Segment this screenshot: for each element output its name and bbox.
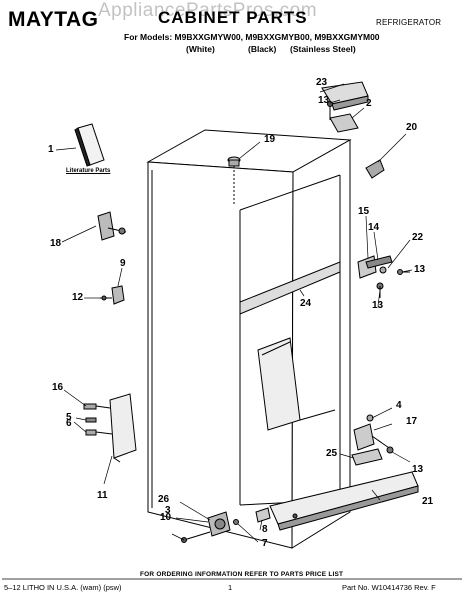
category-label: REFRIGERATOR xyxy=(376,18,442,27)
variant-stainless: (Stainless Steel) xyxy=(290,44,356,54)
callout-19: 19 xyxy=(264,134,276,145)
lower-left-bracket xyxy=(83,393,137,463)
bracket-18 xyxy=(97,211,127,241)
callout-12: 12 xyxy=(72,292,84,303)
bracket-9-12 xyxy=(100,285,125,305)
callout-13-center-lower: 13 xyxy=(372,300,384,311)
page-title: CABINET PARTS xyxy=(158,8,308,27)
callout-21: 21 xyxy=(422,496,434,507)
callout-4: 4 xyxy=(396,400,402,411)
callout-18: 18 xyxy=(50,238,62,249)
callout-25: 25 xyxy=(326,448,338,459)
callout-13-bottom: 13 xyxy=(412,464,424,475)
callout-22: 22 xyxy=(412,232,424,243)
callout-5: 5 xyxy=(66,412,72,423)
litho-info: 5–12 LITHO IN U.S.A. (wam) (psw) xyxy=(4,583,122,592)
callout-17: 17 xyxy=(406,416,418,427)
callout-26: 26 xyxy=(158,494,170,505)
watermark: AppliancePartsPros.com xyxy=(98,0,318,21)
cabinet-shell xyxy=(146,129,352,549)
callout-13-center: 13 xyxy=(414,264,426,275)
center-hinge-assembly xyxy=(357,255,410,298)
callout-24: 24 xyxy=(300,298,312,309)
callout-2: 2 xyxy=(366,98,372,109)
callout-15: 15 xyxy=(358,206,370,217)
callout-3: 3 xyxy=(165,505,171,516)
top-hinge-assembly xyxy=(321,81,369,133)
models-line: For Models: M9BXXGMYW00, M9BXXGMYB00, M9… xyxy=(124,32,380,42)
leader-lines xyxy=(55,83,413,543)
callout-1: 1 xyxy=(48,144,54,155)
page-number: 1 xyxy=(228,583,233,592)
callout-20: 20 xyxy=(406,122,418,133)
callout-7: 7 xyxy=(262,538,268,549)
kickplate xyxy=(269,448,419,531)
roller-assembly xyxy=(181,507,271,543)
ordering-note: FOR ORDERING INFORMATION REFER TO PARTS … xyxy=(140,571,344,578)
variant-black: (Black) xyxy=(248,44,277,54)
callout-23: 23 xyxy=(316,77,328,88)
callout-10: 10 xyxy=(160,512,172,523)
variant-white: (White) xyxy=(186,44,215,54)
hinge-cap-20 xyxy=(365,159,385,179)
callout-8: 8 xyxy=(262,524,268,535)
callout-11: 11 xyxy=(97,490,108,501)
brand-logo: MAYTAG xyxy=(8,8,99,31)
callout-6: 6 xyxy=(66,418,72,429)
callout-9: 9 xyxy=(120,258,126,269)
callout-16: 16 xyxy=(52,382,64,393)
callout-13-top: 13 xyxy=(318,95,330,106)
callout-14: 14 xyxy=(368,222,380,233)
literature-parts-label: Literature Parts xyxy=(66,168,111,174)
literature-booklet xyxy=(74,123,105,167)
part-number: Part No. W10414736 Rev. F xyxy=(342,583,436,592)
plug-19 xyxy=(227,156,241,205)
lower-right-hinge xyxy=(353,414,394,454)
